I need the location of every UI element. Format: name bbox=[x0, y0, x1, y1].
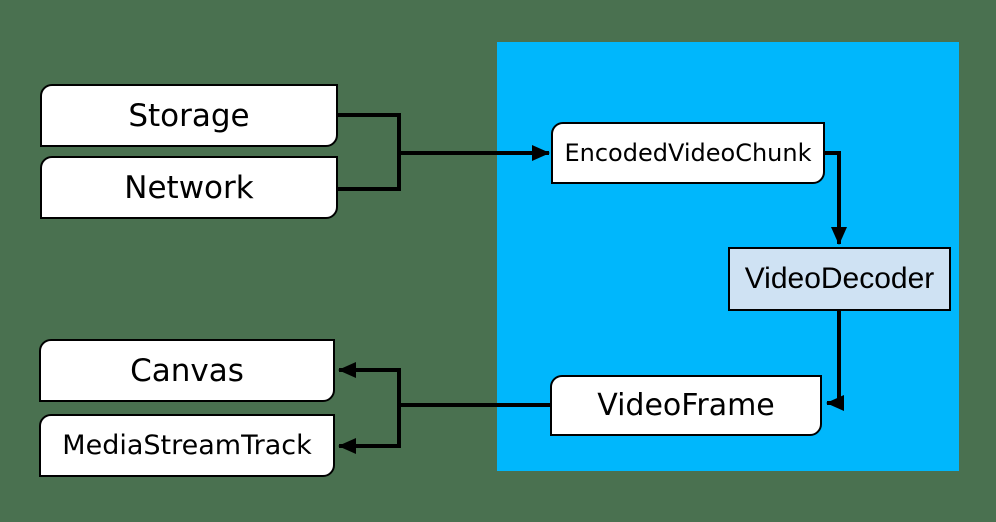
node-videoframe: VideoFrame bbox=[550, 375, 822, 436]
node-videodecoder-label: VideoDecoder bbox=[744, 262, 935, 295]
node-storage-label: Storage bbox=[128, 97, 250, 134]
node-network: Network bbox=[40, 156, 338, 219]
node-videodecoder: VideoDecoder bbox=[728, 247, 951, 311]
node-canvas-label: Canvas bbox=[130, 352, 244, 389]
node-canvas: Canvas bbox=[39, 339, 335, 402]
node-videoframe-label: VideoFrame bbox=[597, 388, 775, 423]
node-encodedvideochunk-label: EncodedVideoChunk bbox=[564, 139, 812, 167]
node-network-label: Network bbox=[124, 169, 254, 206]
node-mediastreamtrack-label: MediaStreamTrack bbox=[62, 430, 312, 461]
node-encodedvideochunk: EncodedVideoChunk bbox=[551, 122, 825, 184]
node-mediastreamtrack: MediaStreamTrack bbox=[39, 414, 335, 477]
node-storage: Storage bbox=[40, 84, 338, 147]
